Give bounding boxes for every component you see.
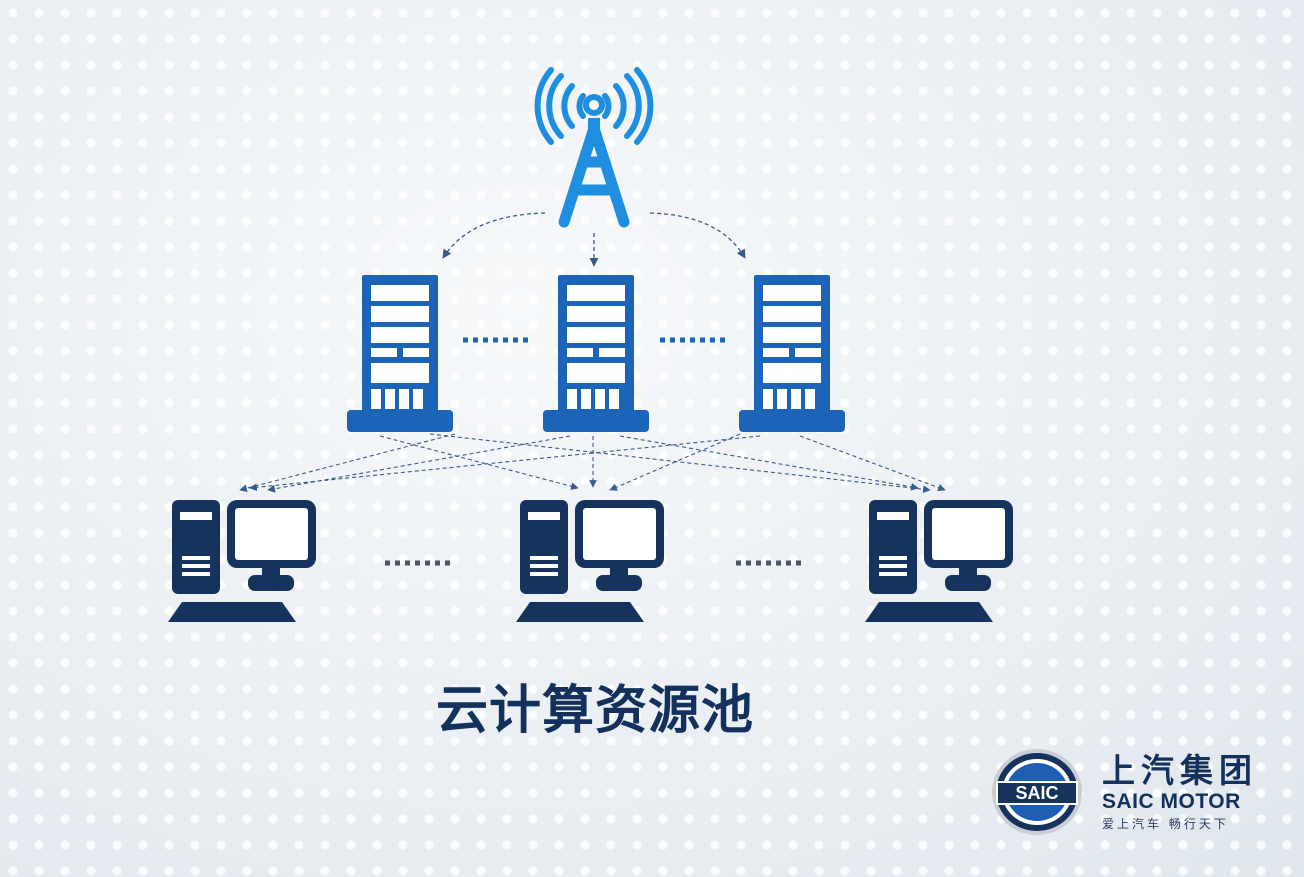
diagram-title: 云计算资源池 bbox=[435, 681, 754, 741]
desktop-computer-icon bbox=[168, 500, 316, 622]
connector bbox=[619, 435, 919, 491]
desktop-computer-icon bbox=[865, 500, 1013, 622]
server-rack-icon bbox=[739, 275, 845, 432]
tower-to-server-connectors bbox=[442, 212, 746, 267]
brand-name-cn: 上汽集团 bbox=[1102, 751, 1258, 790]
server-rack-icon bbox=[543, 275, 649, 432]
connector bbox=[249, 435, 761, 492]
connector-tower-server-right bbox=[649, 212, 746, 259]
connector bbox=[609, 433, 741, 491]
connector bbox=[429, 433, 931, 494]
saic-motor-logo: SAIC 上汽集团 SAIC MOTOR 爱上汽车 畅行天下 bbox=[990, 745, 1280, 845]
signal-tower-icon bbox=[534, 67, 654, 228]
brand-slogan: 爱上汽车 畅行天下 bbox=[1102, 817, 1229, 831]
server-to-pc-connectors bbox=[239, 433, 946, 494]
connector-tower-server-left bbox=[442, 212, 546, 259]
connector bbox=[379, 435, 579, 490]
connector bbox=[799, 435, 946, 492]
server-rack-icon bbox=[347, 275, 453, 432]
saic-emblem-icon: SAIC bbox=[992, 749, 1082, 835]
brand-name-en: SAIC MOTOR bbox=[1102, 790, 1241, 813]
connector bbox=[239, 433, 456, 492]
emblem-text: SAIC bbox=[1015, 783, 1058, 803]
desktop-computer-icon bbox=[516, 500, 664, 622]
